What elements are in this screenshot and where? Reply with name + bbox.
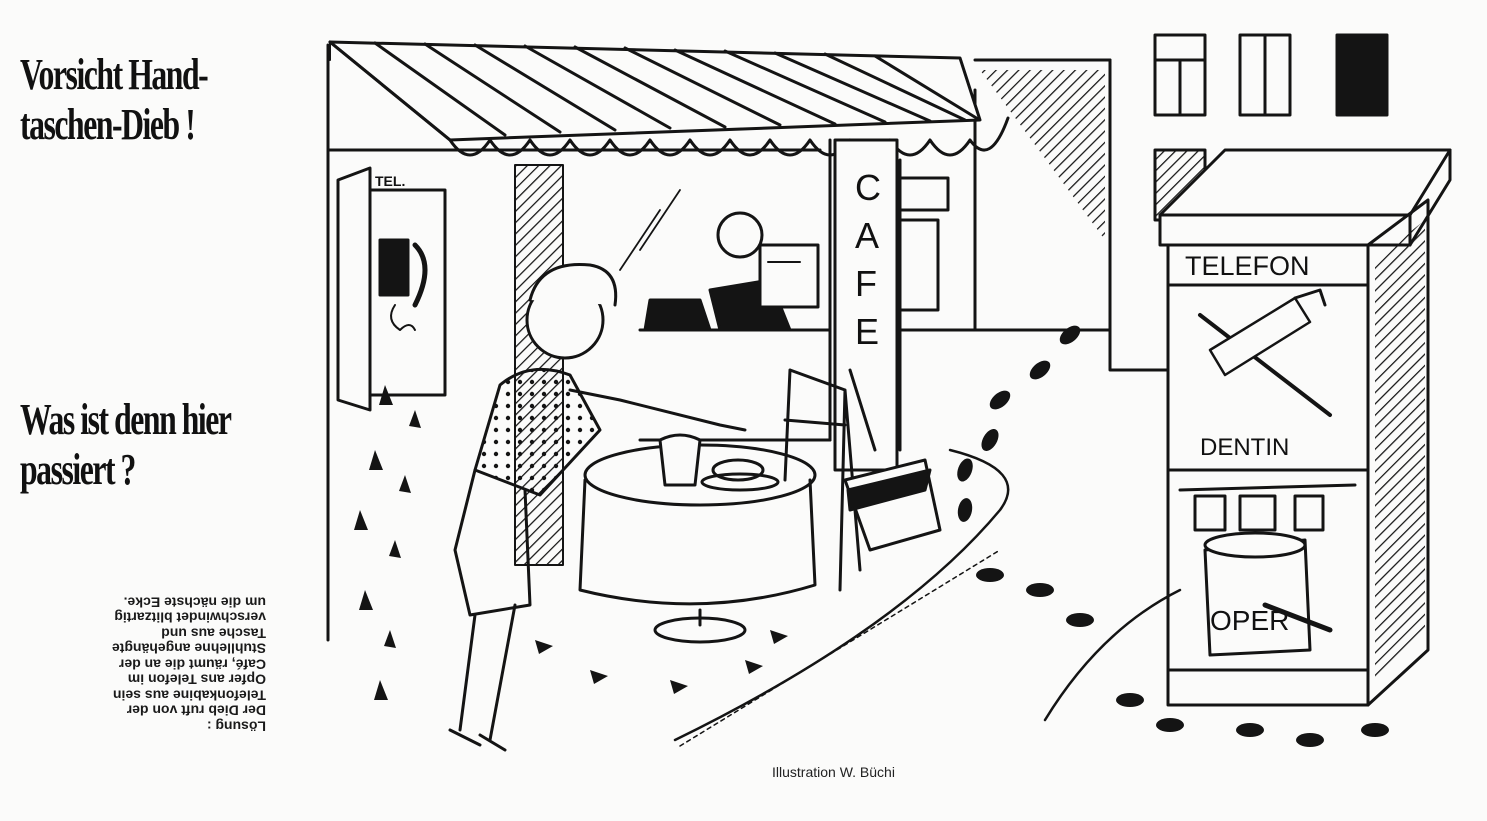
illustration-credit: Illustration W. Büchi — [772, 764, 895, 780]
cafe-sign-letter: F — [855, 263, 877, 304]
solution-line: Tasche aus und — [161, 625, 266, 642]
cafe-sign-letter: A — [855, 215, 879, 256]
cafe-building — [326, 43, 1112, 642]
solution-line: Opfer ans Telefon im — [127, 672, 266, 688]
telephone-door: TEL. — [336, 166, 447, 412]
solution-line: um die nächste Ecke. — [123, 594, 266, 611]
cafe-sign-letter: C — [855, 167, 881, 208]
telefon-sign: TELEFON — [1185, 251, 1310, 281]
solution-line: Der Dieb ruft von der — [126, 703, 266, 719]
solution-line: Telefonkabine aus sein — [112, 687, 266, 704]
street-curbs — [673, 448, 1182, 747]
telefon-kiosk: TELEFON DENTIN OPER — [1158, 148, 1452, 707]
background-buildings — [980, 33, 1389, 372]
solution-line: verschwindet blitzartig — [114, 610, 266, 626]
solution-text-upside-down: Lösung : Der Dieb ruft von der Telefonka… — [56, 594, 266, 735]
solution-line: Lösung : — [206, 718, 266, 735]
cafe-vertical-sign: C A F E — [833, 138, 899, 472]
cafe-sign-letter: E — [855, 311, 879, 352]
cafe-table — [578, 433, 817, 644]
solution-line: Café, räumt die an der — [118, 656, 266, 673]
solution-line: Stuhllehne angehängte — [111, 641, 266, 657]
striped-awning — [328, 40, 1010, 157]
woman-phoning — [448, 262, 747, 752]
chair-and-handbag — [783, 368, 942, 592]
dentin-poster-label: DENTIN — [1200, 434, 1289, 461]
thief-footprints — [354, 325, 1389, 747]
headline-handbag-thief: Vorsicht Hand- taschen-Dieb ! — [20, 50, 209, 149]
waiter-at-counter — [619, 189, 832, 442]
headline-what-happened: Was ist denn hier passiert ? — [20, 395, 232, 494]
cafe-cartoon-illustration: TEL. C A F E — [326, 33, 1452, 752]
tel-door-label: TEL. — [375, 173, 405, 189]
